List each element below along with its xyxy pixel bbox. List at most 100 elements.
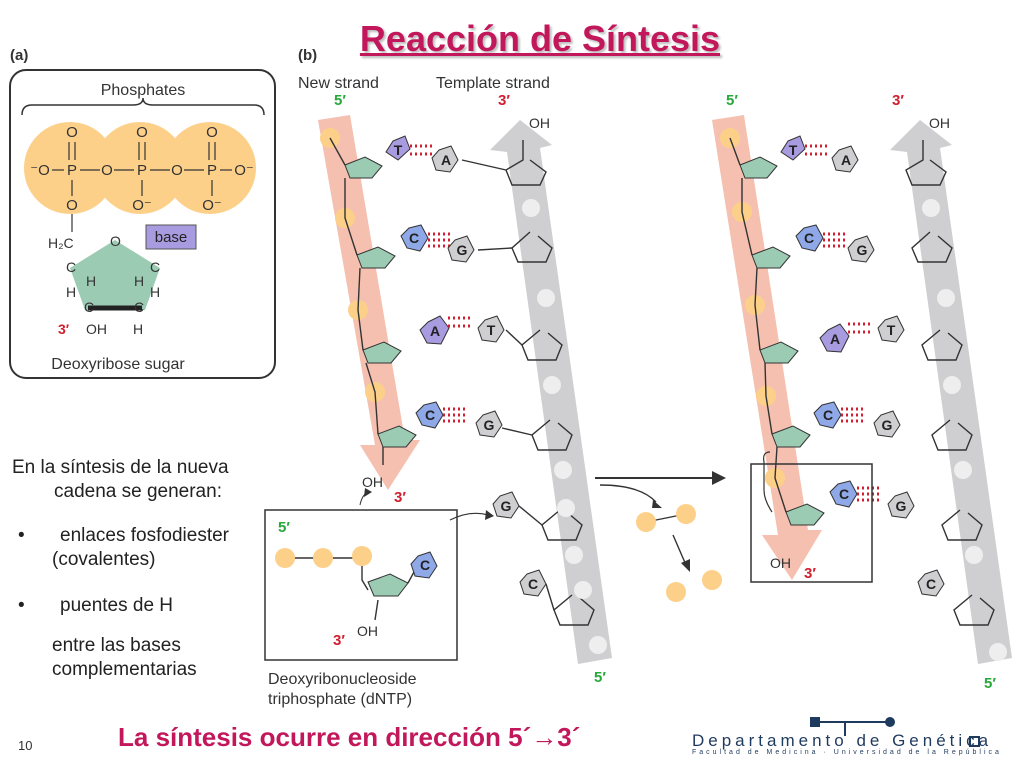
deoxyribose-ring xyxy=(70,240,160,310)
continuation-line-1: entre las bases xyxy=(52,635,181,656)
svg-text:H₂C: H₂C xyxy=(48,235,74,251)
svg-text:P: P xyxy=(67,162,77,179)
released-phosphate xyxy=(636,512,656,532)
new-bond-box xyxy=(750,463,873,583)
panel-b-label: (b) xyxy=(298,47,317,64)
svg-text:O: O xyxy=(136,124,148,141)
template-base xyxy=(519,569,547,597)
base-letter: G xyxy=(857,242,868,258)
base-letter: C xyxy=(409,230,419,246)
svg-text:H: H xyxy=(66,284,76,300)
template-letters: A G T G xyxy=(441,152,496,433)
template-bases xyxy=(431,145,505,438)
phosphates-bracket xyxy=(21,97,265,116)
svg-text:C: C xyxy=(84,299,94,315)
new-strand-label: New strand xyxy=(298,75,379,92)
product-new-bases xyxy=(780,135,858,508)
svg-text:O: O xyxy=(110,233,121,249)
dntp-oh: OH xyxy=(357,623,378,639)
bullet-1: • enlaces fosfodiester (covalentes) xyxy=(18,524,229,572)
base-letter: T xyxy=(789,142,798,158)
svg-text:P: P xyxy=(137,162,147,179)
panel-a-frame xyxy=(9,69,276,379)
bullet-1-line-1: enlaces fosfodiester xyxy=(60,525,229,546)
dntp-phosphates xyxy=(275,546,372,568)
svg-text:O: O xyxy=(101,162,113,179)
product-sugars xyxy=(739,156,825,526)
dntp-sugar xyxy=(367,573,409,597)
product-five-prime: 5′ xyxy=(726,92,738,109)
base-letter: C xyxy=(804,230,814,246)
bullet-dot: • xyxy=(18,595,25,616)
base-letter: T xyxy=(887,322,896,338)
continuation-text: entre las bases complementarias xyxy=(52,634,197,682)
base-letter: A xyxy=(830,331,840,347)
dntp-five-prime: 5′ xyxy=(278,519,290,536)
phosphate-circle xyxy=(94,122,186,214)
base-letter: A xyxy=(841,152,851,168)
panel-b-product: 5′ 3′ OH T C A C C xyxy=(712,92,1012,692)
department-logo xyxy=(810,717,980,747)
bullet-2-line: puentes de H xyxy=(60,595,174,616)
dntp-three-prime: 3′ xyxy=(333,632,345,649)
phosphates-label: Phosphates xyxy=(101,82,186,99)
base-letter: G xyxy=(457,242,468,258)
intro-line-1: En la síntesis de la nueva xyxy=(12,457,229,478)
h-bonds xyxy=(408,144,436,156)
template-oh: OH xyxy=(529,115,550,131)
bullet-dot: • xyxy=(18,525,25,546)
base-box xyxy=(145,224,197,250)
svg-text:C: C xyxy=(134,299,144,315)
svg-text:O: O xyxy=(66,124,78,141)
svg-text:H: H xyxy=(86,273,96,289)
svg-text:O⁻: O⁻ xyxy=(234,162,254,179)
svg-text:O⁻: O⁻ xyxy=(202,197,222,214)
template-strand-label: Template strand xyxy=(436,75,550,92)
new-strand-letters: T C A C xyxy=(394,142,440,423)
base-letter: C xyxy=(823,407,833,423)
slide-title: Reacción de Síntesis xyxy=(359,18,721,59)
product-new-three-prime: 3′ xyxy=(804,565,816,582)
h-bonds xyxy=(446,316,474,328)
base-letter: T xyxy=(487,322,496,338)
base-letter: G xyxy=(896,498,907,514)
svg-text:O⁻: O⁻ xyxy=(132,197,152,214)
new-strand-three-prime: 3′ xyxy=(394,489,406,506)
base-letter: C xyxy=(420,557,430,573)
product-new-oh: OH xyxy=(770,555,791,571)
svg-text:C: C xyxy=(150,259,160,275)
bullet-1-line-2: (covalentes) xyxy=(52,549,156,570)
base-letter: A xyxy=(441,152,451,168)
page-number: 10 xyxy=(18,738,33,753)
base-letter: T xyxy=(394,142,403,158)
dntp-base xyxy=(410,551,438,579)
intro-line-2: cadena se generan: xyxy=(54,481,222,502)
base-letter: G xyxy=(484,417,495,433)
released-phosphate xyxy=(702,570,722,590)
continuation-line-2: complementarias xyxy=(52,659,197,680)
svg-text:H: H xyxy=(133,321,143,337)
base-letter: A xyxy=(430,323,440,339)
phosphate-bonds xyxy=(52,142,232,232)
svg-text:⁻O: ⁻O xyxy=(30,162,50,179)
svg-text:O: O xyxy=(206,124,218,141)
template-backbone xyxy=(461,140,595,626)
new-strand-sugars xyxy=(344,156,417,448)
svg-text:P: P xyxy=(207,162,217,179)
svg-text:O: O xyxy=(66,197,78,214)
base-label: base xyxy=(155,229,188,246)
template-three-prime: 3′ xyxy=(498,92,510,109)
base-letter: G xyxy=(882,417,893,433)
panel-a-label: (a) xyxy=(10,47,28,64)
dntp-label-1: Deoxyribonucleoside xyxy=(268,671,417,688)
h-bonds xyxy=(441,407,469,423)
footer-statement: La síntesis ocurre en dirección 5´→3´ xyxy=(118,722,581,752)
released-phosphate xyxy=(666,582,686,602)
h-bonds xyxy=(426,232,454,248)
department-subtitle: Facultad de Medicina · Universidad de la… xyxy=(692,749,1002,756)
dntp-label-2: triphosphate (dNTP) xyxy=(268,691,412,708)
base-letter: G xyxy=(501,498,512,514)
base-letter: C xyxy=(926,576,936,592)
